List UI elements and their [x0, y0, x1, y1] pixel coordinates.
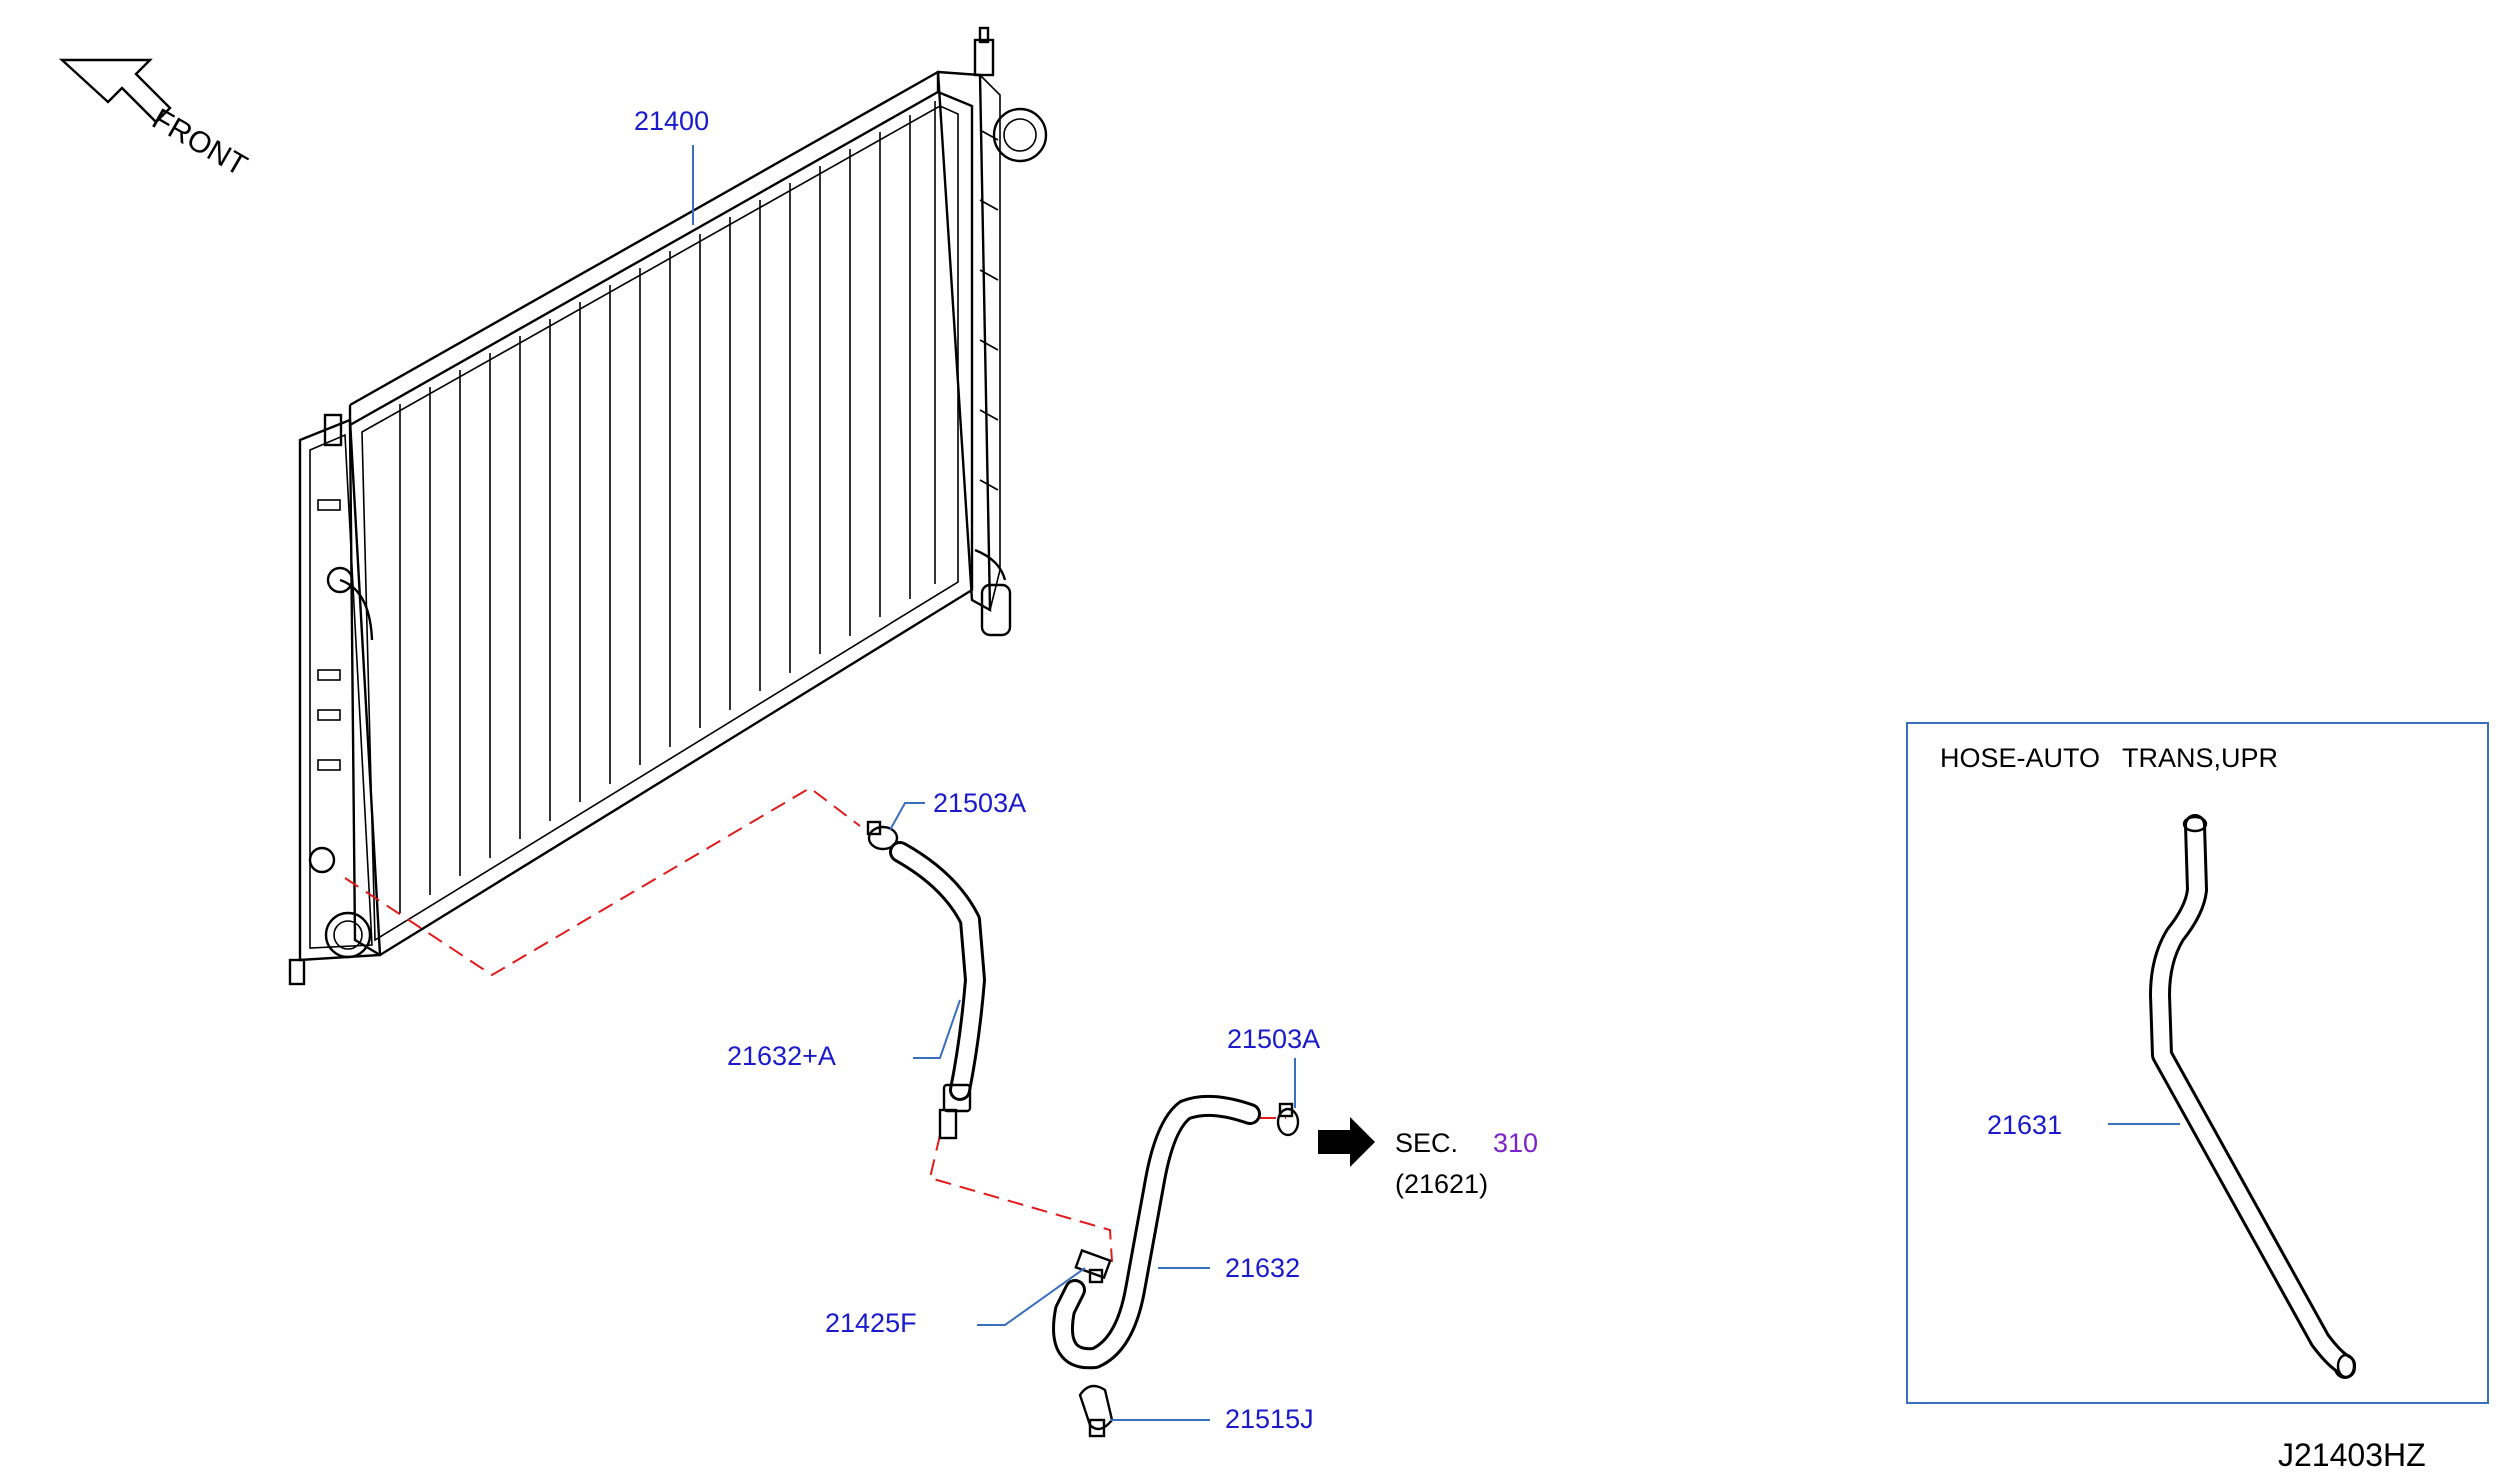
diagram-code: J21403HZ — [2278, 1437, 2426, 1473]
hose-inset-drawing — [2149, 814, 2356, 1379]
label-inset-part: 21631 — [1987, 1110, 2062, 1140]
phantom-line-lower — [928, 1134, 1113, 1263]
label-clamp-upper: 21503A — [933, 788, 1026, 818]
inset-title: HOSE-AUTO TRANS,UPR — [1940, 743, 2278, 773]
connector-icon — [1074, 1248, 1112, 1284]
sec-sub: (21621) — [1395, 1169, 1488, 1199]
leader-connector — [977, 1267, 1086, 1326]
leader-hose-upper — [913, 999, 961, 1059]
label-radiator: 21400 — [634, 106, 709, 136]
hose-lower-drawing — [1052, 1094, 1261, 1370]
clip-icon — [1078, 1384, 1114, 1438]
label-hose-upper: 21632+A — [727, 1041, 836, 1071]
sec-prefix: SEC. — [1395, 1128, 1458, 1158]
sec-arrow-icon — [1318, 1117, 1375, 1167]
hose-upper-drawing — [889, 841, 986, 1140]
clamp-lower-icon — [1276, 1102, 1300, 1137]
label-connector: 21425F — [825, 1308, 917, 1338]
front-arrow-icon — [58, 58, 172, 124]
label-clamp-lower: 21503A — [1227, 1024, 1320, 1054]
label-clip: 21515J — [1225, 1404, 1314, 1434]
front-label: FRONT — [147, 102, 253, 182]
clamp-upper-icon — [866, 820, 899, 851]
radiator-assembly — [288, 26, 1048, 986]
phantom-line-upper — [344, 786, 861, 977]
sec-number: 310 — [1493, 1128, 1538, 1158]
inset-box — [1906, 722, 2489, 1404]
leader-clamp-upper — [889, 802, 925, 831]
label-hose-lower: 21632 — [1225, 1253, 1300, 1283]
